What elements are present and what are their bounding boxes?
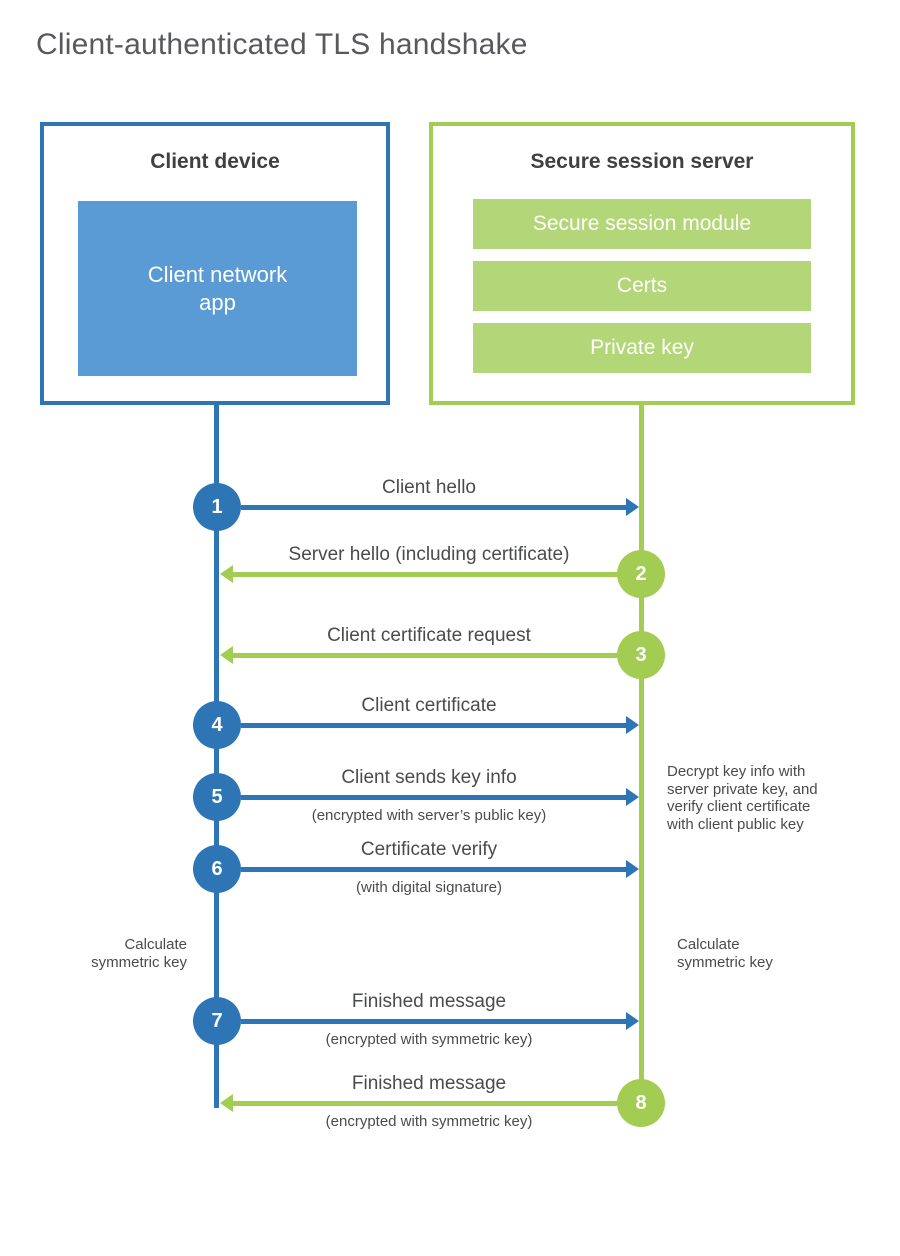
step-6-label: Certificate verify <box>360 839 498 860</box>
arrow-right-icon <box>241 788 639 806</box>
note-decrypt-key-info: Decrypt key info with server private key… <box>667 763 818 833</box>
step-7-badge: 7 <box>193 997 241 1045</box>
arrow-right-icon <box>241 860 639 878</box>
note-calculate-symmetric-key-server: Calculate symmetric key <box>677 936 773 971</box>
step-4-badge: 4 <box>193 701 241 749</box>
step-5-label: Client sends key info <box>341 767 517 788</box>
page-title: Client-authenticated TLS handshake <box>36 28 528 61</box>
secure-session-module-box: Secure session module <box>473 199 811 249</box>
step-8-label: Finished message <box>351 1073 507 1094</box>
step-1-badge: 1 <box>193 483 241 531</box>
private-key-box: Private key <box>473 323 811 373</box>
certs-box: Certs <box>473 261 811 311</box>
arrow-left-icon <box>220 1094 617 1112</box>
secure-session-server-box: Secure session server Secure session mod… <box>429 122 855 405</box>
arrow-right-icon <box>241 1012 639 1030</box>
arrow-right-icon <box>241 716 639 734</box>
client-network-app-box: Client network app <box>78 201 357 376</box>
client-lifeline <box>214 405 219 1108</box>
step-6-sublabel: (with digital signature) <box>356 879 502 896</box>
step-5-badge: 5 <box>193 773 241 821</box>
step-7-label: Finished message <box>351 991 507 1012</box>
secure-session-server-title: Secure session server <box>530 150 754 173</box>
arrow-right-icon <box>241 498 639 516</box>
step-4-label: Client certificate <box>361 695 497 716</box>
step-7-sublabel: (encrypted with symmetric key) <box>325 1031 533 1048</box>
step-8-badge: 8 <box>617 1079 665 1127</box>
note-calculate-symmetric-key-client: Calculate symmetric key <box>91 936 187 971</box>
step-1-label: Client hello <box>382 477 476 498</box>
server-lifeline <box>639 405 644 1103</box>
arrow-left-icon <box>220 565 617 583</box>
client-device-box: Client device Client network app <box>40 122 390 405</box>
client-device-title: Client device <box>150 150 280 173</box>
arrow-left-icon <box>220 646 617 664</box>
step-2-label: Server hello (including certificate) <box>288 544 570 565</box>
step-3-label: Client certificate request <box>327 625 531 646</box>
step-2-badge: 2 <box>617 550 665 598</box>
step-6-badge: 6 <box>193 845 241 893</box>
step-3-badge: 3 <box>617 631 665 679</box>
step-5-sublabel: (encrypted with server’s public key) <box>311 807 547 824</box>
step-8-sublabel: (encrypted with symmetric key) <box>325 1113 533 1130</box>
